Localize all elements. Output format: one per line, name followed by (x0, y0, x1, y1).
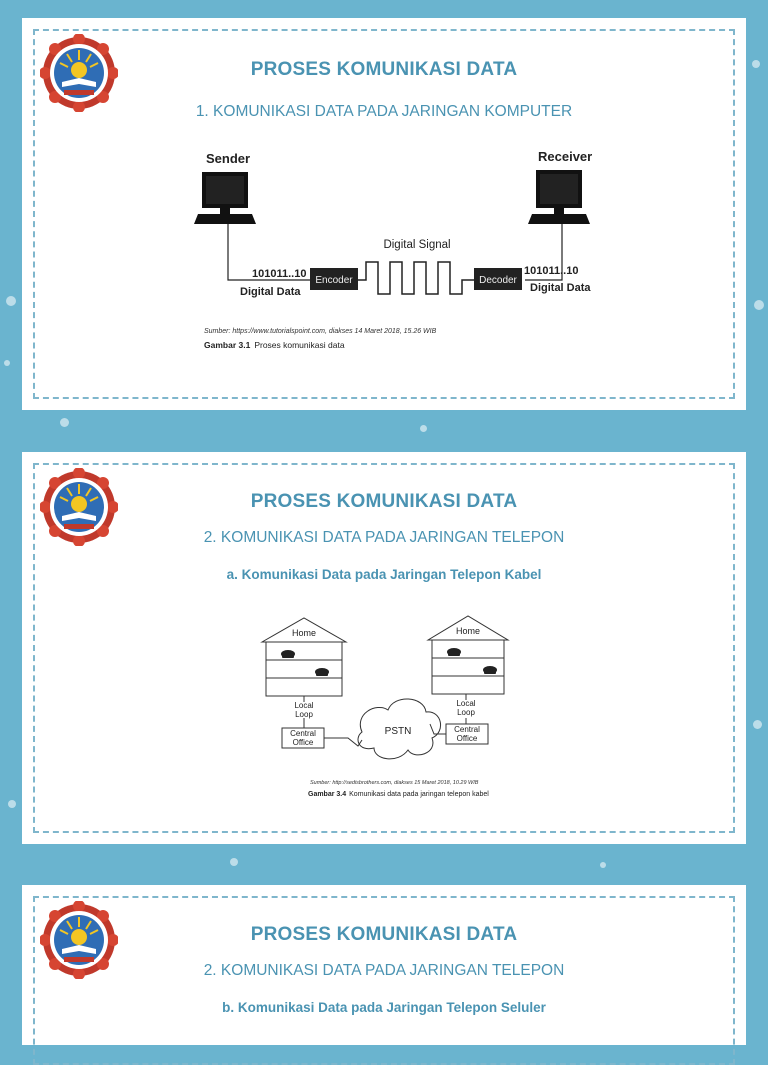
slide-frame (33, 896, 735, 1065)
slide-sub-subtitle: b. Komunikasi Data pada Jaringan Telepon… (222, 1000, 546, 1015)
slide-title: PROSES KOMUNIKASI DATA (250, 59, 518, 80)
digital-signal-wave (358, 261, 474, 295)
receiver-label: Receiver (538, 149, 592, 164)
figure-data-communication: Sender Receiver Encoder Decoder (180, 140, 592, 356)
figure-source: Sumber: https://www.tutorialspoint.com, … (204, 328, 437, 335)
slide-subtitle: 2. KOMUNIKASI DATA PADA JARINGAN TELEPON (203, 529, 565, 546)
telephone-icon (315, 668, 329, 676)
decoder-box (474, 268, 522, 290)
background-speck (600, 862, 606, 868)
central-right-2: Office (457, 734, 478, 743)
encoder-label: Encoder (315, 275, 353, 286)
background-speck (8, 800, 16, 808)
slide-title: PROSES KOMUNIKASI DATA (250, 924, 518, 945)
caption-text: Komunikasi data pada jaringan telepon ka… (349, 791, 489, 798)
figure-source: Sumber: http://sedisbrothers.com, diakse… (310, 780, 479, 786)
background-speck (420, 425, 427, 432)
school-logo-icon (39, 467, 119, 547)
background-speck (4, 360, 10, 366)
pstn-label: PSTN (385, 726, 412, 737)
slide-sub-subtitle: a. Komunikasi Data pada Jaringan Telepon… (226, 567, 542, 582)
slide-1: PROSES KOMUNIKASI DATA 1. KOMUNIKASI DAT… (22, 18, 746, 410)
slide-subtitle: 1. KOMUNIKASI DATA PADA JARINGAN KOMPUTE… (195, 103, 573, 120)
sender-label: Sender (206, 151, 250, 166)
home-right-label: Home (456, 626, 480, 636)
digital-data-right: Digital Data (530, 282, 591, 294)
telephone-icon (281, 650, 295, 658)
local-loop-left-2: Loop (295, 710, 313, 719)
bits-right: 101011..10 (524, 265, 578, 277)
central-left-2: Office (293, 738, 314, 747)
background-speck (230, 858, 238, 866)
central-left-1: Central (290, 729, 316, 738)
local-loop-right-1: Local (456, 699, 475, 708)
slide-frame (33, 29, 735, 399)
school-logo-icon (39, 900, 119, 980)
local-loop-right-2: Loop (457, 708, 475, 717)
encoder-box (310, 268, 358, 290)
digital-data-left: Digital Data (240, 286, 301, 298)
bits-left: 101011..10 (252, 268, 306, 280)
receiver-computer-icon (528, 170, 590, 224)
figure-cable-telephone: Home Home Local Loop Local Loop Central … (258, 614, 520, 804)
background-speck (6, 296, 16, 306)
telephone-icon (483, 666, 497, 674)
background-speck (753, 720, 762, 729)
slide-frame (33, 463, 735, 833)
slide-title: PROSES KOMUNIKASI DATA (250, 491, 518, 512)
caption-bold: Gambar 3.4 (308, 791, 346, 798)
background-speck (60, 418, 69, 427)
caption-bold: Gambar 3.1 (204, 340, 251, 350)
background-speck (752, 60, 760, 68)
slide-2: PROSES KOMUNIKASI DATA 2. KOMUNIKASI DAT… (22, 452, 746, 844)
local-loop-left-1: Local (294, 701, 313, 710)
slide-subtitle: 2. KOMUNIKASI DATA PADA JARINGAN TELEPON (203, 962, 565, 979)
background-speck (754, 300, 764, 310)
slide-3: PROSES KOMUNIKASI DATA 2. KOMUNIKASI DAT… (22, 885, 746, 1065)
digital-signal-label: Digital Signal (383, 239, 450, 251)
telephone-icon (447, 648, 461, 656)
central-right-1: Central (454, 725, 480, 734)
caption-text: Proses komunikasi data (254, 340, 345, 350)
sender-computer-icon (194, 172, 256, 224)
home-left-label: Home (292, 628, 316, 638)
decoder-label: Decoder (479, 275, 517, 286)
school-logo-icon (39, 33, 119, 113)
